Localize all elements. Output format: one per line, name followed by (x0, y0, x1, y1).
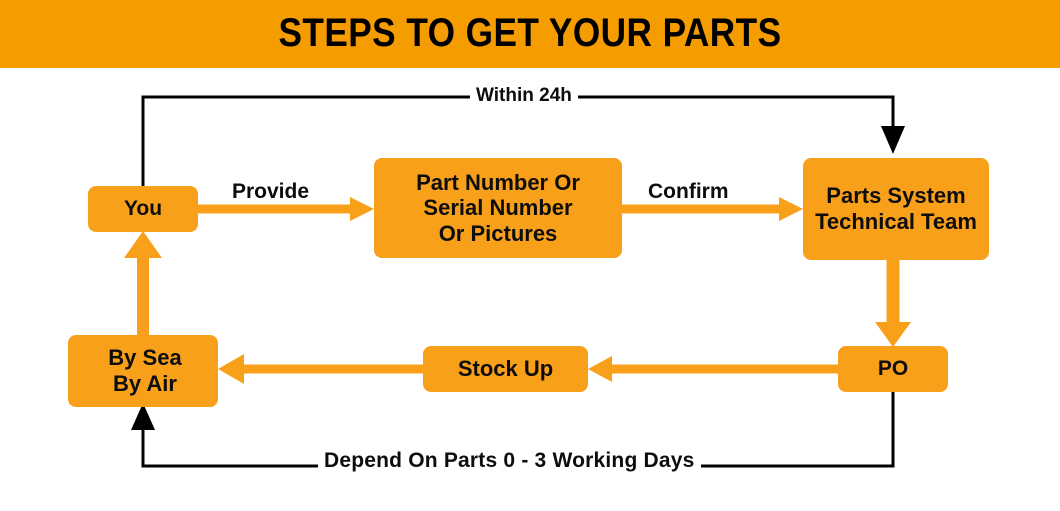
edge-partsteam-to-po (875, 258, 911, 347)
node-part-number-lines: Part Number Or Serial Number Or Pictures (374, 170, 622, 247)
node-by-sea-line-2: By Air (113, 371, 177, 396)
edge-label-confirm: Confirm (648, 180, 729, 203)
node-part-number-line-3: Or Pictures (438, 220, 558, 246)
page-title: STEPS TO GET YOUR PARTS (278, 11, 782, 55)
flow-canvas: You Part Number Or Serial Number Or Pict… (0, 68, 1060, 511)
node-you-lines: You (88, 197, 198, 221)
node-part-number-line-1: Part Number Or (416, 169, 580, 195)
node-stock-up-lines: Stock Up (423, 356, 588, 382)
node-parts-team-line-1: Parts System (826, 183, 966, 209)
node-po[interactable]: PO (838, 346, 948, 392)
edge-label-provide: Provide (232, 180, 310, 203)
edge-bysea-to-you (124, 231, 162, 335)
node-you[interactable]: You (88, 186, 198, 232)
edge-po-to-stockup (588, 356, 838, 382)
edge-label-depend-on-parts: Depend On Parts 0 - 3 Working Days (318, 449, 701, 473)
node-by-sea-line-1: By Sea (108, 345, 182, 371)
connector-layer (124, 95, 911, 468)
edge-stockup-to-bysea (218, 354, 423, 384)
edge-partnumber-to-partsteam (620, 197, 803, 221)
edge-label-within-24h: Within 24h (470, 85, 578, 107)
node-by-sea-by-air[interactable]: By Sea By Air (68, 335, 218, 407)
node-po-lines: PO (838, 357, 948, 381)
node-parts-team-line-2: Technical Team (815, 209, 977, 234)
node-stock-up-line-1: Stock Up (457, 356, 554, 382)
node-parts-system-technical-team[interactable]: Parts System Technical Team (803, 158, 989, 260)
header-banner: STEPS TO GET YOUR PARTS (0, 0, 1060, 68)
node-parts-team-lines: Parts System Technical Team (803, 183, 989, 234)
node-stock-up[interactable]: Stock Up (423, 346, 588, 392)
node-po-line-1: PO (877, 356, 909, 380)
node-you-line-1: You (123, 196, 163, 220)
node-part-number[interactable]: Part Number Or Serial Number Or Pictures (374, 158, 622, 258)
node-by-sea-by-air-lines: By Sea By Air (68, 345, 218, 396)
edge-you-to-partnumber (196, 197, 374, 221)
node-part-number-line-2: Serial Number (423, 195, 573, 221)
